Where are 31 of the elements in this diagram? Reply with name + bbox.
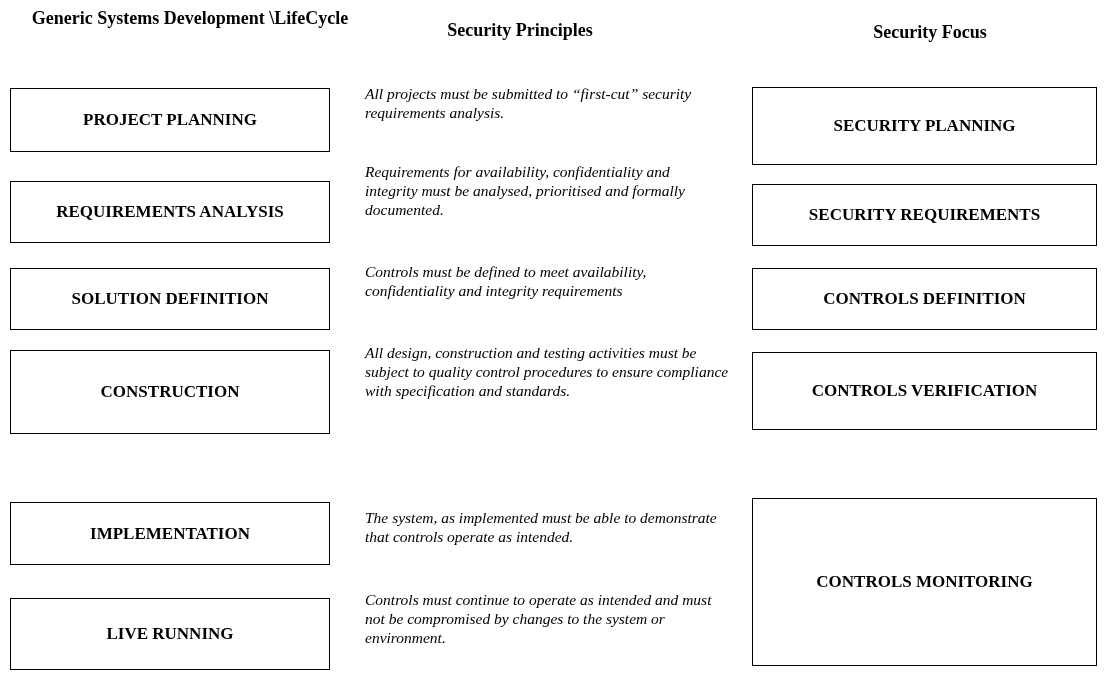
process-box	[10, 598, 330, 670]
process-box	[752, 184, 1097, 246]
column-heading: Security Principles	[446, 20, 594, 41]
box-label: CONTROLS VERIFICATION	[811, 381, 1038, 401]
box-label: PROJECT PLANNING	[83, 110, 257, 130]
principle-text: The system, as implemented must be able to demonstrate that controls operate as intended.	[365, 508, 718, 546]
column-heading: Generic Systems Development \LifeCycle	[30, 8, 350, 29]
box-label: CONSTRUCTION	[100, 382, 240, 402]
box-label: REQUIREMENTS ANALYSIS	[56, 202, 284, 222]
principle-text: All design, construction and testing activities must be subject to quality control procedures to ensure compliance with specification and standards.	[365, 343, 730, 400]
process-box	[752, 352, 1097, 430]
principle-text: All projects must be submitted to “first-cut” security requirements analysis.	[365, 84, 693, 122]
column-heading: Security Focus	[872, 22, 988, 43]
process-box	[10, 350, 330, 434]
box-label: LIVE RUNNING	[106, 624, 234, 644]
principle-text: Controls must be defined to meet availability, confidentiality and integrity requirements	[365, 262, 648, 300]
box-label: SECURITY REQUIREMENTS	[808, 205, 1041, 225]
process-box	[752, 498, 1097, 666]
principle-text: Requirements for availability, confidentiality and integrity must be analysed, prioritised and formally documented.	[365, 162, 686, 219]
box-label: CONTROLS MONITORING	[816, 572, 1033, 592]
box-label: SECURITY PLANNING	[833, 116, 1016, 136]
principle-text: Controls must continue to operate as intended and must not be compromised by changes to the system or environment.	[365, 590, 713, 647]
process-box	[752, 87, 1097, 165]
process-box	[752, 268, 1097, 330]
box-label: IMPLEMENTATION	[90, 523, 250, 544]
box-label: CONTROLS DEFINITION	[823, 289, 1026, 309]
box-label: SOLUTION DEFINITION	[71, 289, 269, 309]
process-box	[10, 88, 330, 152]
process-box	[10, 502, 330, 565]
process-box	[10, 268, 330, 330]
process-box	[10, 181, 330, 243]
